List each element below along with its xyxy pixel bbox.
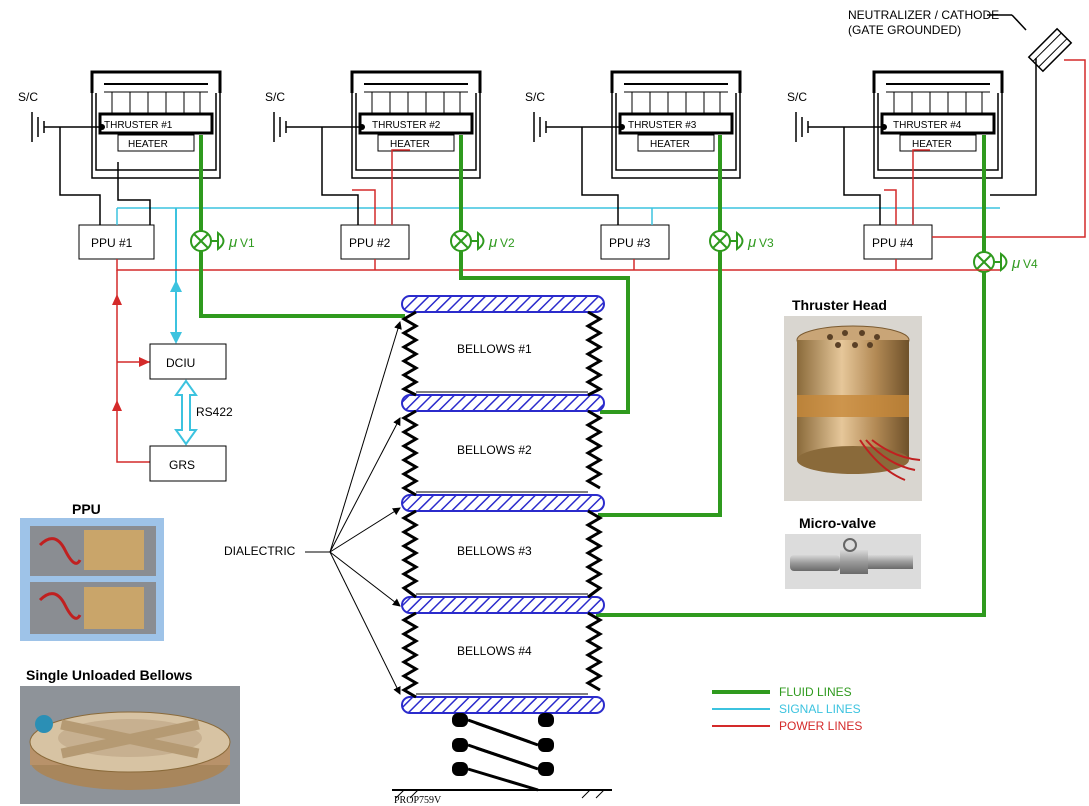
micro-valve-photo: Micro-valve <box>785 515 921 589</box>
dialectric-arrows <box>305 322 400 694</box>
thruster-unit-3: S/C THRUSTER #3 HEATER PPU #3 μ V3 <box>525 72 774 259</box>
ppu-label: PPU #1 <box>91 236 133 250</box>
legend-power-label: POWER LINES <box>779 719 862 733</box>
rs422-label: RS422 <box>196 405 233 419</box>
ground-symbol <box>534 112 546 142</box>
valve-label: V2 <box>500 236 515 250</box>
valve-label: V3 <box>759 236 774 250</box>
heater-label: HEATER <box>390 139 430 150</box>
heater-label: HEATER <box>128 139 168 150</box>
svg-text:μ: μ <box>1011 255 1020 272</box>
svg-text:μ: μ <box>228 234 237 251</box>
valve-2: μ V2 <box>451 231 515 251</box>
single-bellows-title: Single Unloaded Bellows <box>26 667 193 683</box>
legend-signal-label: SIGNAL LINES <box>779 702 861 716</box>
rs422-link-icon <box>176 381 196 444</box>
sc-label: S/C <box>525 90 545 104</box>
flange-1 <box>402 296 604 312</box>
power-arrow-up-icon <box>112 294 122 305</box>
dciu-label: DCIU <box>166 356 195 370</box>
thruster-label: THRUSTER #3 <box>628 120 697 131</box>
single-bellows-photo: Single Unloaded Bellows <box>20 667 240 804</box>
power-arrow-up-icon-2 <box>112 400 122 411</box>
thruster-label: THRUSTER #2 <box>372 120 441 131</box>
valve-label: V1 <box>240 236 255 250</box>
dialectric-label: DIALECTRIC <box>224 544 296 558</box>
grs-label: GRS <box>169 458 195 472</box>
ppu-label: PPU #4 <box>872 236 914 250</box>
flange-4 <box>402 597 604 613</box>
neutralizer-label-1: NEUTRALIZER / CATHODE <box>848 8 999 22</box>
bellows-label-2: BELLOWS #2 <box>457 443 532 457</box>
ground-symbol <box>796 112 808 142</box>
valve-1: μ V1 <box>191 231 255 251</box>
heater-label: HEATER <box>912 139 952 150</box>
sc-label: S/C <box>787 90 807 104</box>
bellows-label-4: BELLOWS #4 <box>457 644 532 658</box>
ground-symbol <box>274 112 286 142</box>
ground-symbol <box>32 112 44 142</box>
svg-text:μ: μ <box>488 234 497 251</box>
bellows-label-3: BELLOWS #3 <box>457 544 532 558</box>
valve-label: V4 <box>1023 257 1038 271</box>
power-arrow-icon <box>139 357 150 367</box>
thruster-head-photo: Thruster Head <box>784 297 922 501</box>
valve-4: μ V4 <box>974 252 1038 272</box>
bellows-label-1: BELLOWS #1 <box>457 342 532 356</box>
signal-arrow-up-icon <box>170 280 182 292</box>
micro-valve-title: Micro-valve <box>799 515 876 531</box>
heater-label: HEATER <box>650 139 690 150</box>
ppu-photo: PPU <box>20 501 164 641</box>
neutralizer-cathode-icon <box>1029 29 1071 71</box>
thruster-label: THRUSTER #1 <box>104 120 173 131</box>
footer-code: PROP759V <box>394 795 442 806</box>
flange-5 <box>402 697 604 713</box>
legend: FLUID LINES SIGNAL LINES POWER LINES <box>712 685 862 733</box>
ppu-label: PPU #2 <box>349 236 391 250</box>
spring-icon <box>392 713 612 798</box>
valve-3: μ V3 <box>710 231 774 251</box>
svg-text:μ: μ <box>747 234 756 251</box>
legend-fluid-label: FLUID LINES <box>779 685 852 699</box>
flange-3 <box>402 495 604 511</box>
signal-arrow-down-icon <box>170 332 182 344</box>
ppu-label: PPU #3 <box>609 236 651 250</box>
thruster-head-title: Thruster Head <box>792 297 887 313</box>
thruster-unit-1: S/C THRUSTER #1 HEATER PPU #1 μ V1 <box>18 72 255 259</box>
thruster-unit-2: S/C THRUSTER #2 HEATER PPU #2 μ V2 <box>265 72 515 259</box>
sc-label: S/C <box>265 90 285 104</box>
sc-label: S/C <box>18 90 38 104</box>
neutralizer-label-2: (GATE GROUNDED) <box>848 23 961 37</box>
ppu-photo-title: PPU <box>72 501 101 517</box>
flange-2 <box>402 395 604 411</box>
thruster-label: THRUSTER #4 <box>893 120 962 131</box>
